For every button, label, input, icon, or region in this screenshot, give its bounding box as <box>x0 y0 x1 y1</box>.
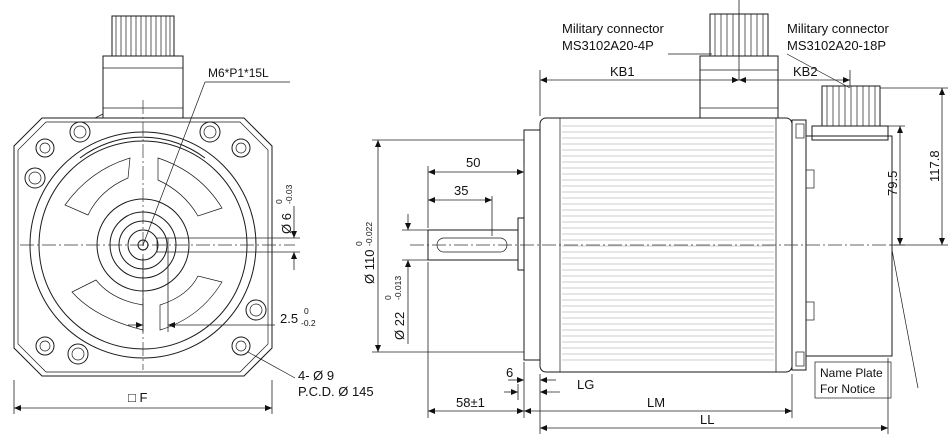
shaft-dia-label: Ø 22 <box>392 312 407 340</box>
pcd-label: P.C.D. Ø 145 <box>298 384 374 399</box>
dim-35-label: 35 <box>454 183 468 198</box>
front-flange <box>13 117 273 377</box>
cooling-fins <box>562 125 774 361</box>
lg-label: LG <box>577 377 594 392</box>
holes-label: 4- Ø 9 <box>298 368 334 383</box>
thread-label: M6*P1*15L <box>208 66 269 80</box>
shaft-tol-upper: 0 <box>383 295 393 300</box>
key-tol-lower: -0.2 <box>301 318 316 328</box>
dim-6-label: 6 <box>506 365 513 380</box>
front-connector <box>94 15 184 119</box>
front-view: M6*P1*15L Ø 6 0 -0.03 2.5 0 -0.2 4- Ø 9 … <box>13 15 374 414</box>
front-shaft-dia-label: Ø 6 <box>279 213 294 234</box>
pilot-tol-upper: 0 <box>354 241 364 246</box>
shaft-tol-lower: -0.013 <box>393 276 403 300</box>
dim-79-5-label: 79.5 <box>885 171 900 196</box>
connector-2-line2: MS3102A20-18P <box>787 38 886 53</box>
key-label: 2.5 <box>280 311 298 326</box>
front-shaft-tol-upper: 0 <box>274 199 284 204</box>
connector-2 <box>811 85 889 141</box>
kb2-label: KB2 <box>793 64 818 79</box>
ll-label: LL <box>700 412 714 427</box>
side-view: Military connector MS3102A20-4P Military… <box>354 0 948 434</box>
mounting-holes <box>24 121 267 365</box>
dim-50-label: 50 <box>466 155 480 170</box>
nameplate-line2: For Notice <box>820 382 876 396</box>
dim-58-label: 58±1 <box>456 395 485 410</box>
kb1-label: KB1 <box>610 64 635 79</box>
front-shaft-tol-lower: -0.03 <box>284 184 294 204</box>
connector-1-line2: MS3102A20-4P <box>562 38 654 53</box>
pilot-dia-label: Ø 110 <box>362 250 377 284</box>
connector-2-line1: Military connector <box>787 21 890 36</box>
pilot-tol-lower: -0.022 <box>364 222 374 246</box>
flange-label: □ F <box>128 390 147 405</box>
lm-label: LM <box>647 395 665 410</box>
nameplate-line1: Name Plate <box>820 366 883 380</box>
key-tol-upper: 0 <box>304 306 309 316</box>
dim-117-8-label: 117.8 <box>927 150 942 182</box>
connector-1-line1: Military connector <box>562 21 665 36</box>
